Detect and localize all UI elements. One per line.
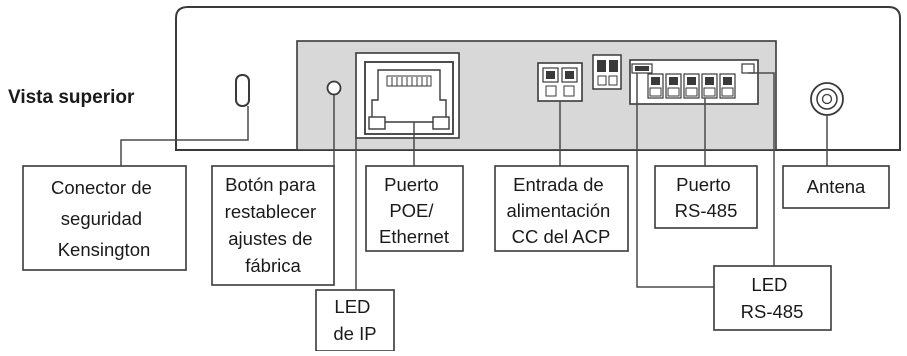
reset-label: Botón para restablecer ajustes de fábric… (225, 174, 322, 276)
reset-button-icon (326, 80, 342, 96)
power-label: Entrada de alimentación CC del ACP (506, 174, 615, 247)
led-ip-callout-box (315, 289, 395, 352)
rs485-terminal-icon (629, 59, 759, 105)
kensington-slot-icon (235, 74, 250, 107)
led-rs485-callout-box (713, 265, 832, 331)
antenna-label: Antena (807, 176, 866, 197)
poe-label: Puerto POE/ Ethernet (379, 174, 449, 247)
antenna-connector-icon (810, 82, 844, 116)
kensington-label: Conector de seguridad Kensington (51, 177, 157, 260)
rs485-port-label: Puerto RS-485 (675, 174, 738, 221)
ethernet-port-icon (355, 52, 460, 139)
reset-callout-box (211, 165, 335, 286)
power-connector-icon (537, 62, 583, 102)
led-rs485-label: LED RS-485 (741, 274, 804, 322)
callout-boxes (22, 165, 890, 352)
power-callout-box (494, 165, 629, 252)
led-ip-label: LED de IP (333, 296, 376, 344)
dual-pin-connector-icon (592, 54, 622, 90)
antenna-callout-box (782, 165, 890, 209)
leader-lines (120, 72, 828, 290)
poe-callout-box (365, 165, 464, 252)
rs485-port-callout-box (654, 165, 758, 229)
view-title: Vista superior (8, 87, 135, 108)
kensington-callout-box (22, 165, 187, 271)
